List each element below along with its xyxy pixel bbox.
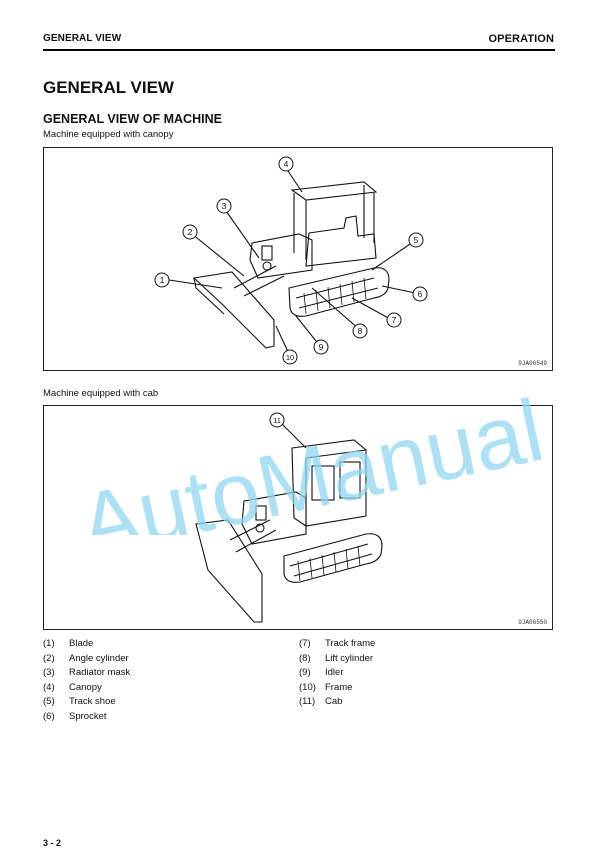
callout-1: 1	[160, 275, 165, 285]
canopy-bulldozer-illustration: 1 2 3 4 5 6 7 8 9 10	[154, 156, 428, 365]
legend-item: (7)Track frame	[299, 638, 376, 649]
header-rule	[43, 49, 555, 51]
running-header-right: OPERATION	[488, 33, 554, 45]
section-title: GENERAL VIEW OF MACHINE	[43, 112, 222, 126]
legend-item: (5)Track shoe	[43, 696, 116, 708]
callout-2: 2	[188, 227, 193, 237]
legend-item: (11)Cab	[299, 696, 343, 708]
callout-8: 8	[358, 326, 363, 336]
figure-1-code: 9JA06549	[518, 360, 547, 367]
legend-item: (10)Frame	[299, 681, 353, 693]
legend-left: (1)Blade (2)Angle cylinder (3)Radiator m…	[43, 637, 130, 725]
legend-right: (7)Track frame (8)Lift cylinder (9)Idler…	[299, 637, 375, 710]
legend-item: (3)Radiator mask	[43, 667, 131, 679]
legend-item: (4)Canopy	[43, 681, 102, 693]
callout-9: 9	[319, 342, 324, 352]
figure-2-caption: Machine equipped with cab	[43, 388, 159, 399]
legend-item: (2)Angle cylinder	[43, 652, 129, 664]
figure-cab: 11 9JA06550	[43, 405, 553, 630]
page-number: 3 - 2	[43, 838, 62, 848]
figure-2-code: 9JA06550	[518, 619, 547, 626]
legend-item: (6)Sprocket	[43, 710, 107, 722]
callout-4: 4	[284, 159, 289, 169]
running-header-left: GENERAL VIEW	[43, 33, 122, 44]
page-title: GENERAL VIEW	[43, 78, 174, 97]
callout-5: 5	[414, 235, 419, 245]
callout-3: 3	[222, 201, 227, 211]
legend-item: (1)Blade	[43, 638, 94, 649]
figure-canopy: 1 2 3 4 5 6 7 8 9 10 9JA06549	[43, 147, 553, 371]
callout-11: 11	[273, 416, 281, 425]
legend-item: (8)Lift cylinder	[299, 652, 374, 664]
figure-1-caption: Machine equipped with canopy	[43, 129, 174, 140]
cab-bulldozer-illustration: 11	[195, 412, 383, 623]
callout-6: 6	[418, 289, 423, 299]
legend-item: (9)Idler	[299, 667, 344, 679]
callout-10: 10	[286, 353, 294, 362]
callout-7: 7	[392, 315, 397, 325]
